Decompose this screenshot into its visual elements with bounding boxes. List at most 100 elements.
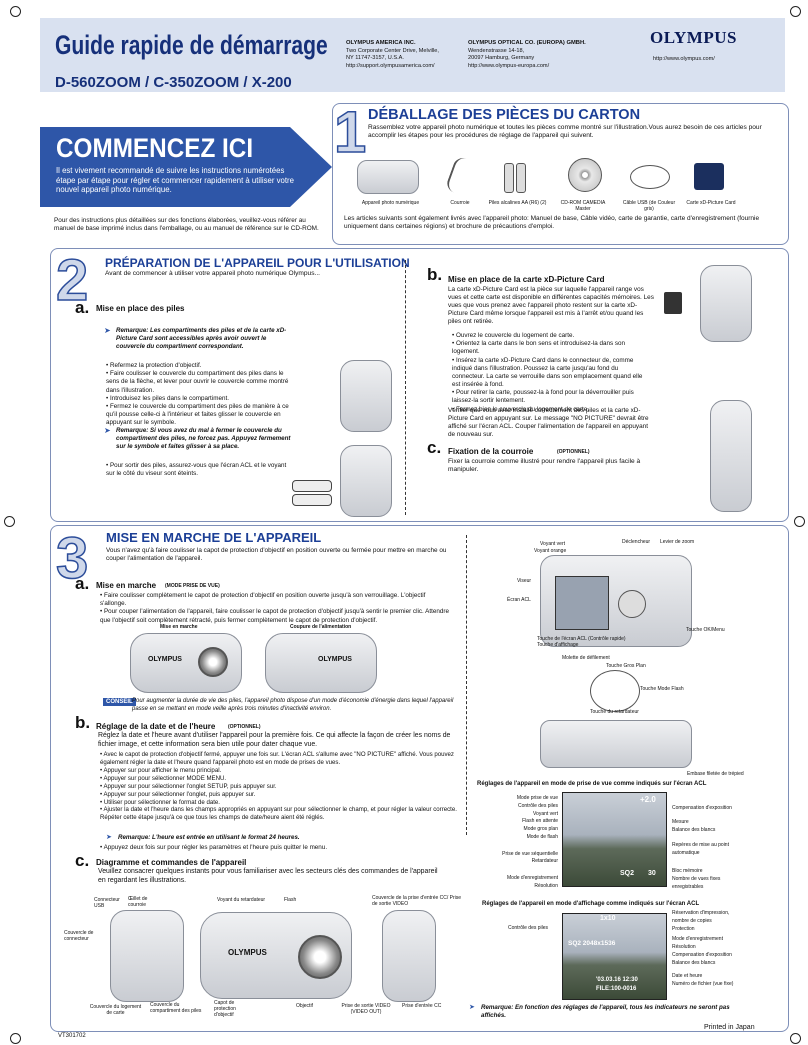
section-2b-letter: b. [427, 265, 443, 284]
arrow-icon: ➤ [469, 1004, 475, 1011]
start-arrow [40, 127, 332, 207]
olympus-logo: OLYMPUS [650, 28, 737, 47]
shoot-lcd-exposure: +2.0 [640, 795, 656, 804]
label-gros-plan: Touche Gros Plan [606, 663, 646, 669]
item-camera-label: Appareil photo numérique [361, 200, 420, 206]
section-3b-title: Réglage de la date et de l'heure [96, 722, 216, 731]
section-2-title: PRÉPARATION DE L'APPAREIL POUR L'UTILISA… [105, 256, 410, 270]
section-2a-letter: a. [75, 298, 90, 317]
america-url[interactable]: http://support.olympusamerica.com/ [346, 62, 435, 69]
display-right-labels: Réservation d'impression, nombre de copi… [672, 910, 734, 987]
section-3a-title: Mise en marche [96, 581, 157, 590]
section-2c-letter: c. [427, 438, 442, 457]
section-3b-optional: (OPTIONNEL) [228, 724, 261, 730]
label-embase: Embase filetée de trépied [687, 771, 744, 777]
registration-mark [790, 6, 801, 17]
registration-mark [10, 1033, 21, 1044]
battery-insert-image [340, 445, 392, 517]
olympus-europa-address: OLYMPUS OPTICAL CO. (EUROPA) GMBH. Wende… [468, 40, 586, 69]
start-subtitle: Il est vivement recommandé de suivre les… [56, 166, 294, 195]
section-2b-intro: La carte xD-Picture Card est la pièce su… [448, 286, 654, 325]
camera-top-image [540, 720, 692, 768]
label-voyant-retardateur: Voyant du retardateur [217, 897, 266, 903]
olympus-badge: OLYMPUS [318, 656, 352, 663]
section-3b-last: • Appuyez deux fois sur pour régler les … [100, 844, 328, 851]
conseil-text: Pour augmenter la durée de vie des piles… [132, 698, 454, 712]
section-2a-bullet-end: • Pour sortir des piles, assurez-vous qu… [106, 462, 287, 478]
olympus-badge: OLYMPUS [228, 948, 267, 957]
cdrom-image [568, 158, 602, 192]
battery-image [292, 480, 332, 492]
section-2a-remark-2: Remarque: Si vous avez du mal à fermer l… [116, 427, 291, 450]
label-couvercle-carte: Couvercle du logement de carte [89, 1004, 142, 1016]
start-note: Pour des instructions plus détaillées su… [54, 217, 319, 232]
section-3a-bullets: • Faire coulisser complètement le capot … [100, 592, 449, 624]
item-batteries-label: Piles alcalines AA (R6) (2) [488, 200, 547, 206]
label-touche-ok: Touche OK/Menu [686, 627, 725, 633]
batteries-image [504, 163, 514, 193]
lens-image [198, 647, 228, 677]
dial-image [590, 670, 640, 712]
xd-card-image [664, 292, 682, 314]
display-lcd-print: 1x10 [600, 915, 616, 922]
registration-mark [790, 1033, 801, 1044]
section-2a-remark: Remarque: Les compartiments des piles et… [116, 327, 287, 350]
display-lcd-title: Réglages de l'appareil en mode d'afficha… [482, 901, 700, 907]
label-connecteur-usb: Connecteur USB [94, 897, 120, 909]
display-left-label: Contrôle des piles [508, 925, 549, 931]
olympus-url[interactable]: http://www.olympus.com/ [653, 56, 715, 62]
europa-url[interactable]: http://www.olympus-europa.com/ [468, 62, 550, 69]
registration-mark [794, 516, 805, 527]
section-3b-letter: b. [75, 713, 91, 732]
display-lcd-screen [562, 913, 667, 1000]
shoot-lcd-screen [562, 792, 667, 887]
label-mode-flash: Touche Mode Flash [640, 686, 684, 692]
battery-compartment-image [340, 360, 392, 432]
label-capot: Capot de protection d'objectif [214, 1000, 236, 1018]
arrow-icon: ➤ [104, 326, 111, 335]
label-molette: Molette de défilement [562, 655, 610, 661]
shoot-lcd-title: Réglages de l'appareil en mode de prise … [477, 781, 707, 787]
section-3-title: MISE EN MARCHE DE L'APPAREIL [106, 530, 322, 545]
label-ecran-acl: Écran ACL [507, 597, 531, 603]
section-1-footer: Les articles suivants sont également liv… [344, 215, 760, 231]
final-remark: Remarque: En fonction des réglages de l'… [481, 1004, 730, 1019]
lcd-screen-image [555, 576, 609, 630]
display-lcd-file: FILE:100-0016 [596, 986, 637, 992]
section-3a-mode: (MODE PRISE DE VUE) [165, 583, 220, 589]
label-flash: Flash [284, 897, 297, 903]
label-voyant-vert: Voyant vert [540, 541, 566, 547]
camera-power-off-image [265, 633, 377, 693]
section-3-intro: Vous n'avez qu'à faire coulisser la capo… [106, 547, 447, 562]
section-3c-title: Diagramme et commandes de l'appareil [96, 858, 247, 867]
section-3b-remark: Remarque: L'heure est entrée en utilisan… [118, 834, 300, 841]
arrow-pad-image [618, 590, 646, 618]
conseil-badge: CONSEIL [103, 698, 136, 706]
section-3-number: 3 [55, 526, 89, 591]
section-2-intro: Avant de commencer à utiliser votre appa… [105, 270, 321, 277]
model-names: D-560ZOOM / C-350ZOOM / X-200 [55, 74, 292, 91]
section-3c-intro: Veuillez consacrer quelques instants pou… [98, 868, 438, 884]
label-retardateur: Touche du retardateur [590, 709, 639, 715]
label-levier-zoom: Levier de zoom [660, 539, 695, 545]
section-2b-bullets: • Ouvrez le couvercle du logement de car… [452, 332, 643, 413]
label-viseur: Viseur [517, 578, 532, 584]
batteries-image [516, 163, 526, 193]
power-off-label: Coupure de l'alimentation [290, 624, 352, 630]
olympus-badge: OLYMPUS [148, 656, 182, 663]
display-lcd-date: '03.03.16 12:30 [596, 977, 638, 983]
shoot-lcd-count: 30 [648, 870, 656, 877]
section-2c-title: Fixation de la courroie [448, 447, 534, 456]
label-video-out: Prise de sortie VIDEO (VIDEO OUT) [341, 1003, 391, 1015]
section-3b-intro: Réglez la date et l'heure avant d'utilis… [98, 732, 451, 748]
label-objectif: Objectif [296, 1003, 313, 1009]
xd-card-image [694, 163, 724, 190]
printed-in-japan: Printed in Japan [704, 1024, 755, 1031]
label-dc-in: Prise d'entrée CC [402, 1003, 442, 1009]
section-2-divider [405, 260, 406, 515]
section-2a-bullets: • Refermez la protection d'objectif. • F… [106, 362, 289, 427]
olympus-america-address: OLYMPUS AMERICA INC. Two Corporate Cente… [346, 40, 439, 69]
registration-mark [4, 516, 15, 527]
section-3b-bullets: • Avec le capot de protection d'objectif… [100, 751, 457, 822]
item-xd-card-label: Carte xD-Picture Card [686, 200, 736, 206]
